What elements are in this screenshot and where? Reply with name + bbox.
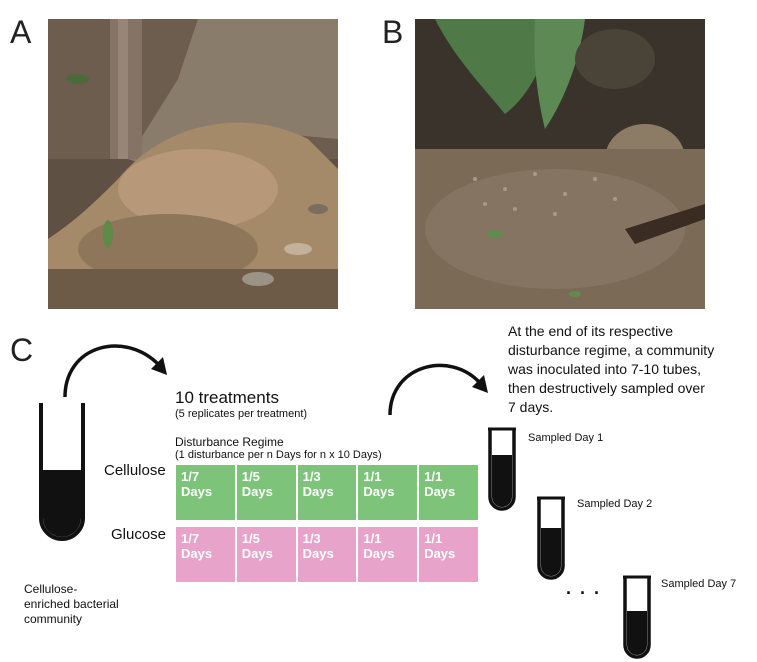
panel-label-b: B <box>382 14 404 50</box>
photo-b-soil-nest <box>415 19 705 309</box>
community-label-line: enriched bacterial <box>24 597 119 611</box>
photo-a-leaf-litter-mound <box>48 19 338 309</box>
sample-tube-icon-day2 <box>537 496 565 580</box>
treatment-cell: 1/5 Days <box>236 465 296 520</box>
sample-label-day2: Sampled Day 2 <box>577 498 653 510</box>
ellipsis: . . . <box>566 578 602 598</box>
treatment-cell: 1/1 Days <box>358 527 418 582</box>
treatments-title: 10 treatments <box>175 388 279 407</box>
treatment-cell: 1/3 Days <box>297 465 357 520</box>
treatment-cell: 1/1 Days <box>419 465 478 520</box>
row-label-cellulose: Cellulose <box>104 462 166 479</box>
panel-label-a: A <box>10 14 32 50</box>
community-label-line: community <box>24 612 83 626</box>
treatment-cell: 1/7 Days <box>176 465 235 520</box>
description-line: then destructively sampled over <box>508 380 705 396</box>
description-line: 7 days. <box>508 399 554 415</box>
panel-label-c: C <box>10 332 34 368</box>
community-label-line: Cellulose- <box>24 582 78 596</box>
regime-subtitle: (1 disturbance per n Days for n x 10 Day… <box>175 449 382 461</box>
sample-tube-icon-day7 <box>623 575 651 659</box>
glucose-row: 1/7 Days 1/5 Days 1/3 Days 1/1 Days 1/1 … <box>176 527 478 582</box>
sample-label-day7: Sampled Day 7 <box>661 578 737 590</box>
treatments-subtitle: (5 replicates per treatment) <box>175 408 308 420</box>
treatment-cell: 1/1 Days <box>358 465 418 520</box>
regime-title: Disturbance Regime <box>175 435 284 449</box>
description-line: At the end of its respective <box>508 323 673 339</box>
community-label: Cellulose- enriched bacterial community <box>24 582 119 627</box>
treatment-cell: 1/1 Days <box>419 527 478 582</box>
description-line: was inoculated into 7-10 tubes, <box>508 361 702 377</box>
sample-label-day1: Sampled Day 1 <box>528 432 604 444</box>
enriched-community-tube-icon <box>39 403 85 541</box>
curved-arrow-icon-left <box>63 344 167 398</box>
curved-arrow-icon-right <box>388 363 488 416</box>
treatment-cell: 1/7 Days <box>176 527 235 582</box>
treatment-cell: 1/5 Days <box>236 527 296 582</box>
sample-tube-icon-day1 <box>488 427 516 511</box>
treatment-cell: 1/3 Days <box>297 527 357 582</box>
row-label-glucose: Glucose <box>111 526 167 543</box>
description-text: At the end of its respective disturbance… <box>508 322 714 417</box>
description-line: disturbance regime, a community <box>508 342 715 358</box>
cellulose-row: 1/7 Days 1/5 Days 1/3 Days 1/1 Days 1/1 … <box>176 465 478 520</box>
